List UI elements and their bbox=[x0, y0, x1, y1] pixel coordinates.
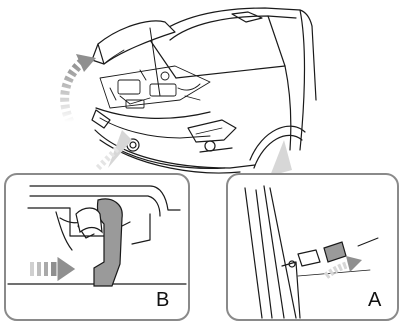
curved-up-arrow-icon bbox=[65, 54, 96, 122]
panel-b-label: B bbox=[156, 290, 169, 310]
panel-a-label: A bbox=[368, 290, 381, 310]
